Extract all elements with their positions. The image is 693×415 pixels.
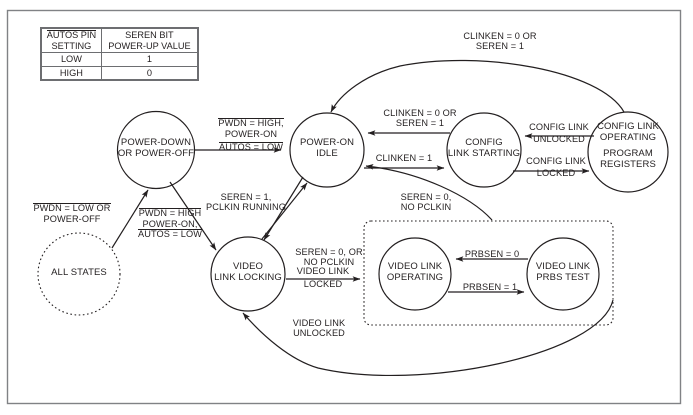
edge-label-allstates-to-powerdown: PWDN = LOW OR POWER-OFF bbox=[33, 203, 111, 224]
edge-label-powerdown-to-poweronidle: PWDN = HIGH, POWER-ON AUTOS = LOW bbox=[218, 118, 284, 152]
node-label-video-link-prbs-test: VIDEO LINK PRBS TEST bbox=[535, 261, 591, 283]
node-power-down bbox=[116, 110, 196, 190]
node-label-power-on-idle: POWER-ON IDLE bbox=[299, 137, 355, 159]
node-label-power-down: POWER-DOWN OR POWER-OFF bbox=[117, 137, 195, 159]
node-label-config-link-starting: CONFIG LINK STARTING bbox=[447, 137, 521, 159]
edge-label-configlinkoperating-to-poweronidle: CLINKEN = 0 OR SEREN = 1 bbox=[463, 31, 537, 52]
edge-poweronidle-to-videolinklocking bbox=[263, 176, 304, 241]
node-all-states bbox=[37, 232, 121, 316]
node-video-link-prbs-test bbox=[526, 237, 600, 311]
node-label-video-link-locking: VIDEO LINK LOCKING bbox=[214, 261, 282, 283]
edge-label-configlinkstarting-to-configlinkoperating: CONFIG LINK LOCKED bbox=[526, 156, 586, 179]
table-header-seren-bit: SEREN BIT POWER-UP VALUE bbox=[100, 27, 199, 54]
edge-label-poweronidle-to-configlinkstarting: CLINKEN = 1 bbox=[375, 153, 433, 163]
node-power-on-idle bbox=[289, 112, 365, 188]
node-video-link-operating bbox=[378, 237, 452, 311]
edge-label-videolinklocking-to-poweronidle: SEREN = 0, OR NO PCLKIN bbox=[295, 247, 363, 268]
node-video-link-locking bbox=[210, 236, 286, 312]
node-config-link-starting bbox=[446, 112, 522, 188]
autos-setting-text: SETTING bbox=[51, 40, 92, 51]
edge-label-videolinkblock-to-poweronidle: SEREN = 0, NO PCLKIN bbox=[400, 192, 452, 213]
edge-videolinklocking-to-poweronidle bbox=[261, 182, 308, 240]
edge-videolinkblock-to-videolinklocking bbox=[242, 299, 614, 377]
autos-overline-text: AUTOS PIN bbox=[46, 30, 97, 40]
edge-label-videolinklocking-to-videolinkblock: VIDEO LINK LOCKED bbox=[296, 266, 350, 290]
edge-configlinkoperating-to-poweronidle bbox=[330, 59, 625, 113]
edge-label-configlinkoperating-to-configlinkstarting: CONFIG LINK UNLOCKED bbox=[529, 122, 589, 145]
edge-allstates-to-videolinklocking bbox=[169, 181, 217, 251]
table-header-autos-pin: AUTOS PIN SETTING bbox=[41, 27, 102, 54]
node-label-all-states: ALL STATES bbox=[51, 267, 107, 278]
node-config-link-operating bbox=[587, 111, 669, 193]
video-link-group-box bbox=[363, 220, 614, 326]
edge-label-videolinkoperating-to-prbstest: PRBSEN = 1 bbox=[462, 282, 518, 292]
table-row: LOW 1 bbox=[41, 52, 199, 67]
edge-videolinkblock-to-poweronidle bbox=[365, 164, 493, 221]
table-cell-value-low: 1 bbox=[100, 52, 199, 67]
edge-label-prbstest-to-videolinkoperating: PRBSEN = 0 bbox=[464, 249, 520, 259]
node-label-video-link-operating: VIDEO LINK OPERATING bbox=[386, 261, 444, 283]
edge-label-videolinkblock-to-videolinklocking: VIDEO LINK UNLOCKED bbox=[292, 318, 346, 339]
edge-label-poweronidle-to-videolinklocking: SEREN = 1, PCLKIN RUNNING bbox=[205, 192, 286, 213]
node-label-config-link-operating: CONFIG LINK OPERATING PROGRAM REGISTERS bbox=[597, 121, 659, 170]
edge-allstates-to-powerdown bbox=[111, 189, 149, 249]
edge-label-configlinkstarting-to-poweronidle: CLINKEN = 0 OR SEREN = 1 bbox=[383, 108, 457, 129]
table-cell-setting-high: HIGH bbox=[41, 65, 102, 81]
table-row: HIGH 0 bbox=[41, 65, 199, 81]
table-cell-value-high: 0 bbox=[100, 65, 199, 81]
edge-label-allstates-to-videolinklocking: PWDN = HIGH POWER-ON, AUTOS = LOW bbox=[138, 208, 202, 239]
table-cell-setting-low: LOW bbox=[41, 52, 102, 67]
autos-seren-table: AUTOS PIN SETTING SEREN BIT POWER-UP VAL… bbox=[40, 27, 199, 81]
